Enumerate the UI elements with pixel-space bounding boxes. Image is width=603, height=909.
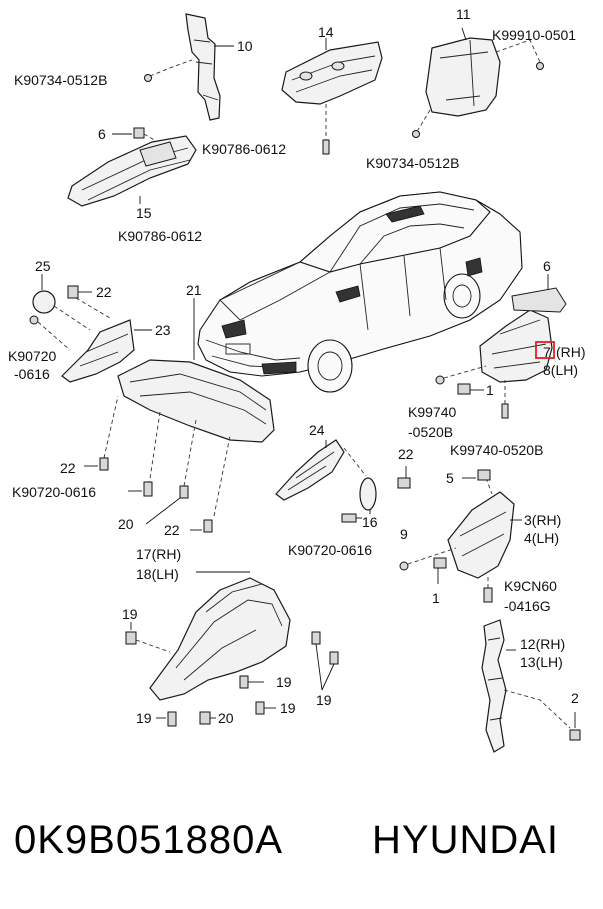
part-12-13 <box>481 619 581 753</box>
label-k90720-bottom: K90720-0616 <box>12 484 97 500</box>
part-number-caption: 0K9B051880A <box>14 818 284 862</box>
label-part-22-left: 22 <box>60 460 76 476</box>
part-23 <box>61 319 152 383</box>
exploded-view-drawing <box>29 13 581 753</box>
label-k9cn60: K9CN60 <box>504 578 557 594</box>
part-3-4 <box>447 469 522 579</box>
label-part-10: 10 <box>237 38 253 54</box>
label-part-14: 14 <box>318 24 334 40</box>
label-part-2: 2 <box>571 690 579 706</box>
label-part-19-bottom: 19 <box>136 710 152 726</box>
label-part-22-bottom: 22 <box>164 522 180 538</box>
brand-caption: HYUNDAI <box>372 818 560 862</box>
label-part-4: 4(LH) <box>524 530 560 546</box>
label-part-15: 15 <box>136 205 152 221</box>
label-k90734-right: K90734-0512B <box>366 155 460 171</box>
label-part-20-top: 20 <box>118 516 134 532</box>
fasteners-17-18 <box>125 622 339 727</box>
label-part-9: 9 <box>400 526 408 542</box>
label-part-17: 17(RH) <box>136 546 182 562</box>
fasteners-21 <box>84 457 213 533</box>
label-part-11: 11 <box>456 6 471 22</box>
part-24 <box>275 439 367 501</box>
label-part-19-lower: 19 <box>280 700 296 716</box>
part-21 <box>103 298 275 517</box>
label-part-24: 24 <box>309 422 325 438</box>
label-k90734-left: K90734-0512B <box>14 72 108 88</box>
label-part-18: 18(LH) <box>136 566 179 582</box>
car-illustration <box>197 191 523 393</box>
label-k90786-center: K90786-0612 <box>202 141 287 157</box>
label-part-19-center: 19 <box>276 674 292 690</box>
part-10 <box>144 13 234 121</box>
label-part-12: 12(RH) <box>520 636 566 652</box>
part-16 <box>359 477 377 514</box>
label-part-22-top: 22 <box>96 284 112 300</box>
part-25 <box>32 274 91 331</box>
part-7-8 <box>479 274 567 383</box>
fasteners-3-4 <box>399 547 493 603</box>
part-15 <box>67 135 197 207</box>
label-k99740-left-suffix: -0520B <box>408 424 454 440</box>
label-part-1-bottom: 1 <box>432 590 440 606</box>
label-part-5: 5 <box>446 470 454 486</box>
label-part-7-side: (RH) <box>556 344 586 360</box>
part-11 <box>412 27 544 138</box>
clip-22-top <box>67 285 111 319</box>
label-k90720-center: K90720-0616 <box>288 542 373 558</box>
label-part-8: 8(LH) <box>543 362 579 378</box>
label-part-1-top: 1 <box>486 382 494 398</box>
bolt-k90720-center <box>341 513 362 523</box>
label-part-6-top: 6 <box>98 126 106 142</box>
label-part-19-left: 19 <box>122 606 138 622</box>
label-k90720-left-suffix: -0616 <box>14 366 50 382</box>
clip-6-top <box>112 127 159 143</box>
fasteners-7-8 <box>435 365 509 419</box>
label-part-25: 25 <box>35 258 51 274</box>
bolt-k90720-left <box>29 315 71 351</box>
label-part-20-bottom: 20 <box>218 710 234 726</box>
label-part-6-right: 6 <box>543 258 551 274</box>
part-17-18 <box>149 571 291 701</box>
label-k99910: K99910-0501 <box>492 27 577 43</box>
label-part-16: 16 <box>362 514 378 530</box>
highlight-box <box>535 341 555 359</box>
label-k90720-left: K90720 <box>8 348 57 364</box>
label-k9cn60-suffix: -0416G <box>504 598 551 614</box>
clip-22-right <box>397 466 411 489</box>
label-part-7: 7 <box>543 344 551 360</box>
label-k90786-left: K90786-0612 <box>118 228 203 244</box>
label-part-22-right: 22 <box>398 446 414 462</box>
label-part-3: 3(RH) <box>524 512 562 528</box>
label-part-19-right: 19 <box>316 692 332 708</box>
label-part-13: 13(LH) <box>520 654 563 670</box>
label-part-23: 23 <box>155 322 171 338</box>
label-part-21: 21 <box>186 282 202 298</box>
label-k99740-right: K99740-0520B <box>450 442 544 458</box>
part-14 <box>281 38 383 155</box>
label-k99740-left: K99740 <box>408 404 457 420</box>
